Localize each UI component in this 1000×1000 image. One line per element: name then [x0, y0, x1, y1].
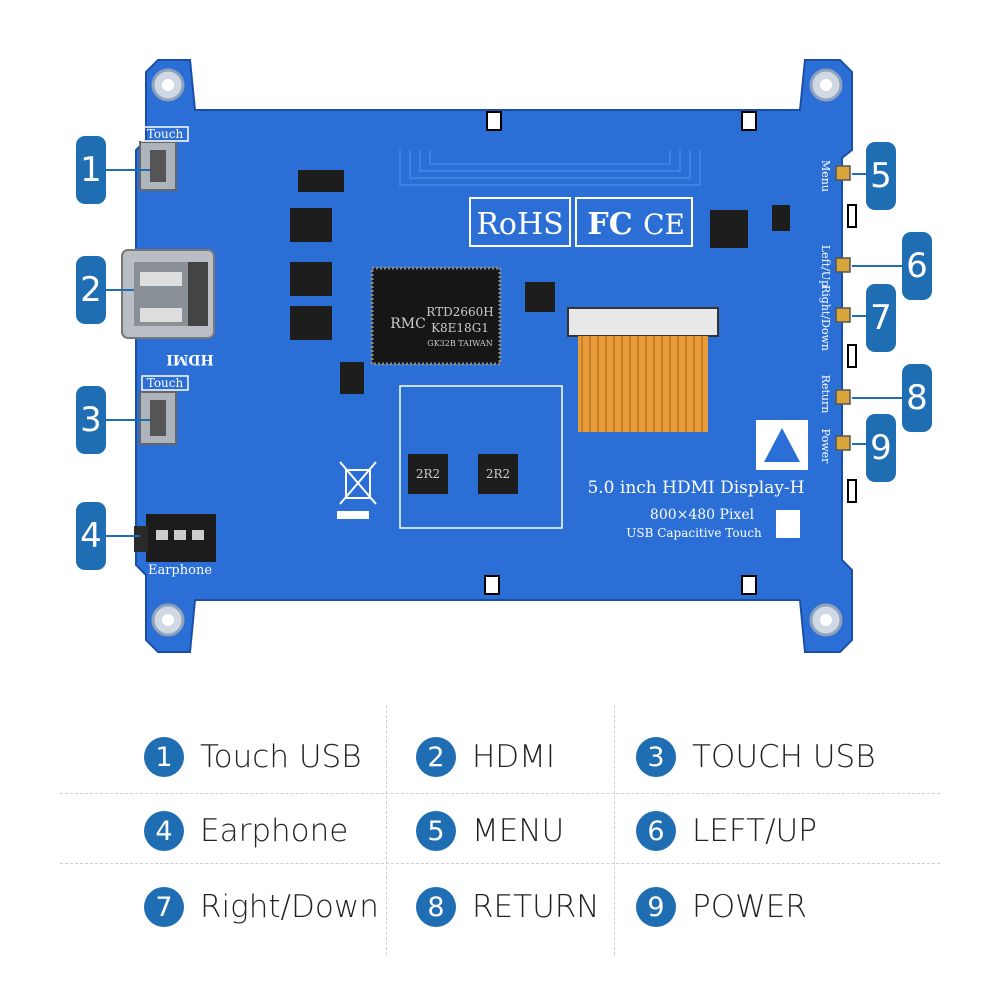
legend-item-earphone: 4 Earphone	[144, 811, 348, 851]
callout-3: 3	[76, 386, 106, 454]
inductor-2: 2R2	[486, 467, 510, 481]
earphone-jack: Earphone	[134, 514, 216, 578]
weee-symbol	[337, 461, 377, 519]
side-labels: Menu Left/Up Right/Down Return Power	[819, 160, 832, 464]
legend-label: RETURN	[472, 889, 600, 925]
silk-touch-3: Touch	[147, 376, 184, 390]
legend-divider	[60, 863, 940, 864]
board-touch-type: USB Capacitive Touch	[626, 526, 762, 540]
silk-return: Return	[819, 375, 832, 414]
callout-4: 4	[76, 502, 106, 570]
legend-divider	[614, 705, 615, 955]
silk-leftup: Left/Up	[819, 245, 832, 287]
legend-number: 6	[636, 811, 676, 851]
legend-number: 1	[144, 737, 184, 777]
callout-6: 6	[902, 232, 932, 300]
legend-number: 9	[636, 887, 676, 927]
silk-menu: Menu	[819, 160, 832, 192]
legend-number: 3	[636, 737, 676, 777]
legend-label: TOUCH USB	[692, 739, 876, 775]
legend-label: MENU	[472, 813, 565, 849]
side-buttons	[835, 165, 851, 451]
callout-2: 2	[76, 256, 106, 324]
callout-5: 5	[866, 142, 896, 210]
legend-number: 7	[144, 887, 184, 927]
legend-item-left-up: 6 LEFT/UP	[636, 811, 817, 851]
silk-rightdown: Right/Down	[819, 285, 832, 351]
power-section: 2R2 2R2	[399, 385, 563, 529]
callout-8: 8	[902, 364, 932, 432]
legend-divider	[386, 705, 387, 955]
ribbon-cable	[567, 307, 719, 432]
legend-item-hdmi: 2 HDMI	[416, 737, 555, 777]
touch-usb-port-1: Touch	[139, 126, 189, 191]
legend-number: 5	[416, 811, 456, 851]
legend-label: Earphone	[200, 813, 349, 849]
callout-7: 7	[866, 284, 896, 352]
legend-label: HDMI	[472, 739, 556, 775]
chip-line-1: RTD2660H	[426, 305, 493, 319]
esd-warning	[756, 420, 808, 538]
legend-item-touch-usb: 1 Touch USB	[144, 737, 362, 777]
pcb-traces	[399, 150, 701, 186]
chip-logo: RMC	[390, 316, 426, 332]
touch-usb-port-3: Touch	[139, 375, 189, 445]
legend-label: POWER	[692, 889, 807, 925]
board-resolution: 800×480 Pixel	[650, 507, 755, 523]
legend-label: Right/Down	[200, 889, 379, 925]
legend-number: 4	[144, 811, 184, 851]
legend-divider	[60, 793, 940, 794]
callout-1: 1	[76, 136, 106, 204]
board-title: 5.0 inch HDMI Display-H	[587, 478, 804, 498]
ce-mark: CE	[643, 208, 685, 241]
fc-mark: FC	[587, 207, 632, 242]
main-chip: RMC RTD2660H K8E18G1 GK32B TAIWAN	[370, 266, 502, 366]
callout-9: 9	[866, 414, 896, 482]
cert-logos: RoHS FC CE	[469, 197, 693, 247]
silk-earphone: Earphone	[148, 563, 212, 578]
legend-number: 2	[416, 737, 456, 777]
legend-label: LEFT/UP	[692, 813, 817, 849]
callout-lines	[106, 169, 904, 537]
chip-line-3: GK32B TAIWAN	[427, 339, 492, 348]
legend-item-power: 9 POWER	[636, 887, 807, 927]
screen-clips	[484, 111, 857, 595]
silk-hdmi: HDMI	[166, 351, 213, 367]
legend-item-touch-usb-2: 3 TOUCH USB	[636, 737, 876, 777]
legend-label: Touch USB	[200, 739, 362, 775]
rohs-mark: RoHS	[476, 207, 563, 242]
silk-power: Power	[819, 429, 832, 465]
mount-holes	[151, 68, 843, 637]
legend-table: 1 Touch USB 2 HDMI 3 TOUCH USB 4 Earphon…	[60, 705, 940, 955]
silk-touch-1: Touch	[147, 127, 184, 141]
legend-item-right-down: 7 Right/Down	[144, 887, 379, 927]
legend-item-return: 8 RETURN	[416, 887, 599, 927]
legend-item-menu: 5 MENU	[416, 811, 564, 851]
display-board-illustration: Touch HDMI Touch Earphone RMC RTD2660H K…	[106, 59, 904, 653]
inductor-1: 2R2	[416, 467, 440, 481]
legend-number: 8	[416, 887, 456, 927]
chip-line-2: K8E18G1	[431, 321, 489, 335]
hdmi-port: HDMI	[121, 249, 215, 367]
small-ics	[290, 170, 790, 394]
